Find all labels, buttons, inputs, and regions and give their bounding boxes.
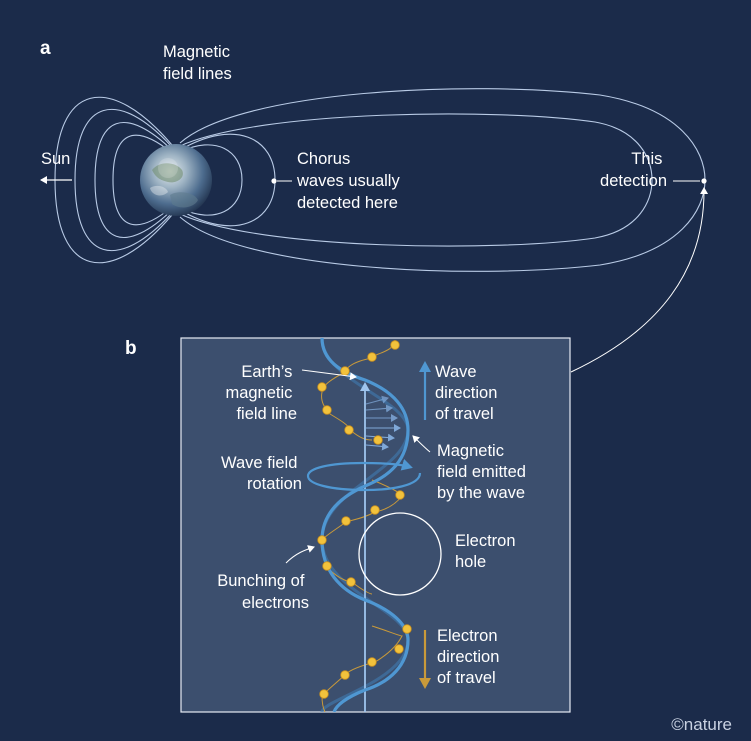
sun-direction: Sun bbox=[40, 150, 72, 184]
electron bbox=[322, 561, 332, 571]
electron bbox=[367, 352, 377, 362]
wave-direction-label: Wave direction of travel bbox=[435, 363, 502, 423]
electron bbox=[340, 366, 350, 376]
magnetic-field-pointer bbox=[412, 435, 431, 453]
chorus-label: Chorus waves usually detected here bbox=[296, 150, 404, 212]
earth bbox=[140, 144, 212, 216]
tail-field-line-1 bbox=[179, 113, 653, 247]
electron bbox=[395, 490, 405, 500]
magnetic-field-label: Magnetic field emitted by the wave bbox=[437, 442, 531, 502]
electron bbox=[370, 505, 380, 515]
field-line-pointer bbox=[301, 369, 357, 381]
electron bbox=[317, 382, 327, 392]
bunching-label: Bunching of electrons bbox=[217, 572, 309, 612]
electron-direction-label: Electron direction of travel bbox=[437, 627, 504, 687]
dayside-field-line-2 bbox=[74, 108, 173, 252]
electron bbox=[402, 624, 412, 634]
sun-label: Sun bbox=[41, 150, 70, 168]
electron bbox=[346, 577, 356, 587]
chorus-location-dot bbox=[271, 178, 277, 184]
panel-b-frame bbox=[180, 337, 571, 713]
wave-rotation-arrow bbox=[306, 458, 422, 492]
electron bbox=[341, 516, 351, 526]
dayside-field-line-3 bbox=[94, 122, 173, 238]
bunching-pointer bbox=[285, 545, 315, 564]
electron bbox=[394, 644, 404, 654]
chorus-location: Chorus waves usually detected here bbox=[271, 150, 404, 212]
field-lines-label: Magnetic field lines bbox=[163, 43, 235, 83]
wave-rotation-label: Wave field rotation bbox=[221, 454, 302, 493]
nightside-field-line-1 bbox=[179, 144, 243, 216]
electron bbox=[390, 340, 400, 350]
electron bbox=[322, 405, 332, 415]
electron-hole-label: Electron hole bbox=[455, 532, 520, 571]
electron bbox=[317, 535, 327, 545]
electron bbox=[367, 657, 377, 667]
zoom-connector bbox=[570, 187, 709, 373]
electron bbox=[319, 689, 329, 699]
detection-dot bbox=[701, 178, 707, 184]
electron-hole bbox=[358, 512, 442, 596]
panel-b-letter: b bbox=[125, 338, 137, 359]
electron bbox=[344, 425, 354, 435]
electron bbox=[373, 435, 383, 445]
dayside-field-line-4 bbox=[112, 134, 173, 226]
detection-location: This detection bbox=[570, 150, 709, 373]
electrons bbox=[317, 340, 412, 699]
nature-credit: ©nature bbox=[671, 715, 732, 734]
panel-a-letter: a bbox=[40, 38, 51, 59]
field-line-label: Earth’s magnetic field line bbox=[225, 363, 297, 423]
electron bbox=[340, 670, 350, 680]
detection-label: This detection bbox=[600, 150, 667, 190]
